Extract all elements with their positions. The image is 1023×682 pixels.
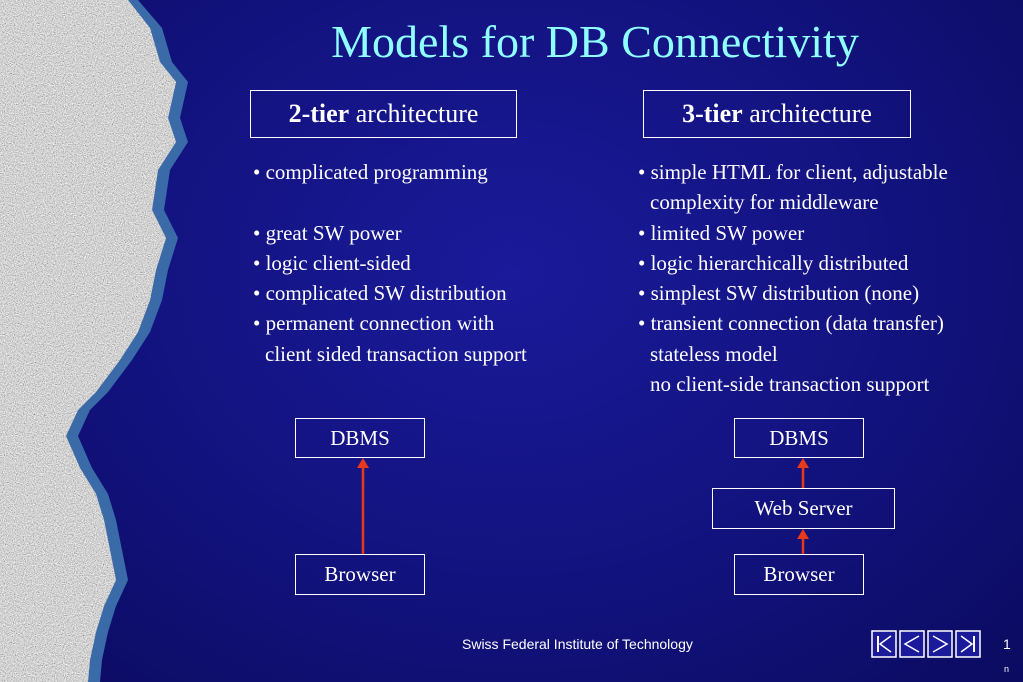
three-tier-browser-node: Browser — [734, 554, 864, 595]
stone-texture-border — [0, 0, 188, 682]
three-tier-bullet-list: • simple HTML for client, adjustable com… — [638, 157, 948, 399]
list-item: • permanent connection with — [253, 311, 495, 336]
list-item: • limited SW power — [638, 220, 805, 245]
list-item: • simplest SW distribution (none) — [638, 281, 920, 306]
list-item: client sided transaction support — [265, 341, 527, 366]
two-tier-heading-bold: 2-tier — [288, 99, 350, 128]
two-tier-heading: 2-tier architecture — [250, 90, 517, 138]
last-slide-icon[interactable] — [955, 630, 981, 658]
two-tier-bullet-list: • complicated programming • great SW pow… — [253, 157, 527, 369]
first-slide-icon[interactable] — [871, 630, 897, 658]
three-tier-webserver-node: Web Server — [712, 488, 895, 529]
list-item: stateless model — [650, 341, 778, 366]
three-tier-dbms-node: DBMS — [734, 418, 864, 458]
browser-to-webserver-arrow — [797, 529, 809, 554]
list-item: • simple HTML for client, adjustable — [638, 160, 948, 184]
list-item: • logic client-sided — [253, 250, 411, 275]
two-tier-heading-rest: architecture — [349, 99, 479, 128]
list-spacer — [253, 187, 527, 217]
list-item: • logic hierarchically distributed — [638, 250, 909, 275]
list-item: no client-side transaction support — [650, 372, 930, 397]
list-item: • great SW power — [253, 220, 402, 245]
two-tier-arrow — [357, 458, 369, 554]
page-number: 1 — [1003, 636, 1011, 652]
page-mark: n — [1004, 664, 1010, 674]
next-slide-icon[interactable] — [927, 630, 953, 658]
footer-institution: Swiss Federal Institute of Technology — [462, 636, 693, 652]
slide-navigation — [871, 630, 981, 658]
two-tier-browser-node: Browser — [295, 554, 425, 595]
list-item: • transient connection (data transfer) — [638, 311, 944, 336]
slide-title: Models for DB Connectivity — [331, 16, 859, 67]
three-tier-heading-rest: architecture — [742, 99, 872, 128]
list-item: • complicated programming — [253, 160, 488, 184]
three-tier-heading-bold: 3-tier — [682, 99, 743, 128]
list-item: • complicated SW distribution — [253, 281, 507, 306]
two-tier-dbms-node: DBMS — [295, 418, 425, 458]
list-item: complexity for middleware — [650, 190, 879, 215]
three-tier-heading: 3-tier architecture — [643, 90, 911, 138]
previous-slide-icon[interactable] — [899, 630, 925, 658]
webserver-to-dbms-arrow — [797, 458, 809, 488]
